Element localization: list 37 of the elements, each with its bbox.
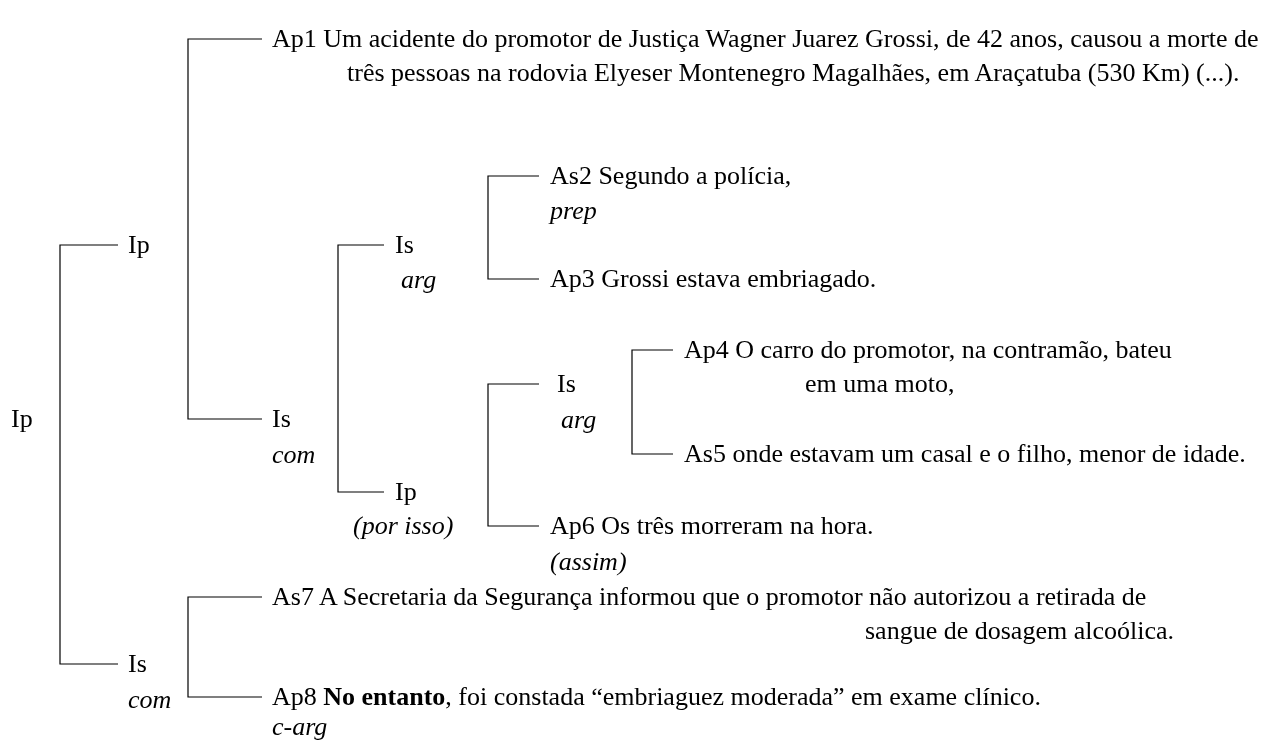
relation-label: com: [272, 443, 316, 467]
bracket-line: [187, 244, 263, 420]
node-text: Ap4 O carro do promotor, na contramão, bateu em uma moto,: [683, 334, 1173, 400]
relation-label: arg: [561, 408, 597, 432]
node-text: Is: [394, 229, 415, 261]
bracket-line: [631, 383, 674, 455]
node-text: As5 onde estavam um casal e o filho, menor de idade.: [683, 438, 1247, 470]
bracket-line: [631, 349, 674, 385]
relation-label: arg: [401, 268, 437, 292]
node-text: As7 A Secretaria da Segurança informou que o promotor não autorizou a retirada de sangue de dosagem alcoólica.: [271, 581, 1174, 647]
bracket-line: [187, 663, 263, 698]
bracket-line: [59, 244, 119, 420]
node-text: Ap6 Os três morreram na hora.: [549, 510, 875, 542]
node-text: Ip: [11, 403, 34, 435]
node-text: Is: [127, 648, 148, 680]
bracket-line: [487, 175, 540, 246]
bracket-line: [187, 596, 263, 665]
node-text: Is: [556, 368, 577, 400]
node-text: Ap3 Grossi estava embriagado.: [549, 263, 878, 295]
node-text: Ip: [394, 476, 418, 508]
node-text: As2 Segundo a polícia,: [549, 160, 793, 192]
relation-label: (por isso): [353, 514, 454, 538]
relation-label: prep: [550, 199, 597, 223]
relation-label: (assim): [550, 550, 627, 574]
relation-label: com: [128, 688, 172, 712]
bracket-line: [487, 244, 540, 280]
bracket-line: [487, 491, 540, 527]
bracket-line: [337, 244, 385, 420]
bracket-line: [487, 383, 540, 493]
relation-label: c-arg: [272, 715, 328, 739]
node-text: Ip: [127, 229, 151, 261]
bracket-line: [59, 418, 119, 665]
node-text: Ap8 No entanto, foi constada “embriaguez moderada” em exame clínico.: [271, 681, 1042, 713]
bracket-line: [337, 418, 385, 493]
bracket-line: [187, 38, 263, 246]
node-text: Is: [271, 403, 292, 435]
node-text: Ap1 Um acidente do promotor de Justiça Wagner Juarez Grossi, de 42 anos, causou a morte de três pessoas na rodovia Elyeser Montenegro Magalhães, em Araçatuba (530 Km) (...).: [271, 23, 1260, 89]
